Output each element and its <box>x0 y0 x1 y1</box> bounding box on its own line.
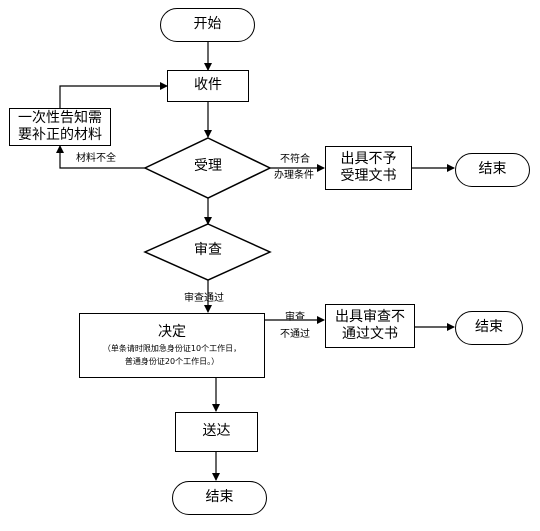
accept-reject-label: 出具不予受理文书 <box>340 150 397 185</box>
end-terminal-2: 结束 <box>455 311 523 345</box>
decide-label: 决定 <box>158 323 186 340</box>
deliver-box: 送达 <box>175 412 258 452</box>
edge-accept-notify <box>56 145 145 169</box>
end-label-1: 结束 <box>478 161 507 178</box>
end-terminal-3: 结束 <box>172 481 267 515</box>
review-fail-label-1: 审查 <box>285 312 305 323</box>
decide-box: 决定 （单条请时限加急身份证10个工作日， 普通身份证20个工作日。） <box>79 313 265 378</box>
deliver-label: 送达 <box>202 423 231 440</box>
review-reject-box: 出具审查不通过文书 <box>325 304 415 348</box>
receive-box: 收件 <box>167 70 249 102</box>
notify-label: 一次性告知需要补正的材料 <box>18 110 102 143</box>
start-label: 开始 <box>193 16 222 33</box>
decide-note-1: （单条请时限加急身份证10个工作日， <box>102 344 242 354</box>
review-fail-label-2: 不通过 <box>280 329 310 340</box>
accept-label: 受理 <box>194 158 222 174</box>
not-eligible-label-1: 不符合 <box>280 154 310 165</box>
review-reject-label: 出具审查不通过文书 <box>335 308 405 343</box>
notify-box: 一次性告知需要补正的材料 <box>9 108 111 146</box>
not-eligible-label-2: 办理条件 <box>274 170 314 181</box>
review-label: 审查 <box>194 242 222 258</box>
review-diamond <box>143 223 272 281</box>
edge-notify-receive <box>59 82 168 108</box>
accept-reject-box: 出具不予受理文书 <box>325 146 412 190</box>
incomplete-label: 材料不全 <box>76 153 116 164</box>
receive-label: 收件 <box>194 77 222 94</box>
review-pass-label: 审查通过 <box>184 293 224 304</box>
decide-note-2: 普通身份证20个工作日。） <box>124 357 220 367</box>
end-terminal-1: 结束 <box>455 153 530 187</box>
start-terminal: 开始 <box>160 8 255 42</box>
end-label-2: 结束 <box>475 319 503 336</box>
end-label-3: 结束 <box>205 489 234 506</box>
accept-diamond <box>143 137 272 199</box>
